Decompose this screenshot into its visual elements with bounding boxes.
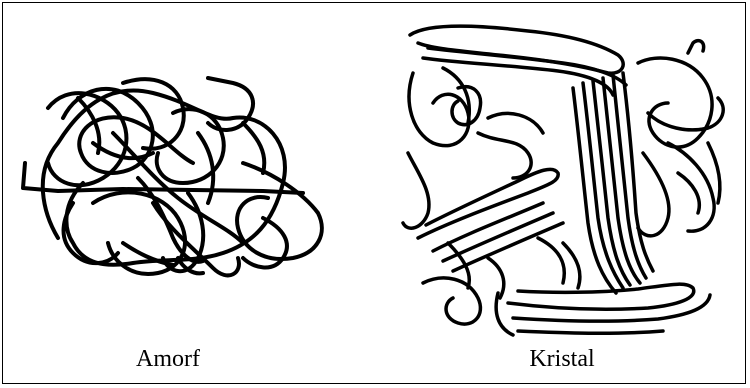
figure-frame: Amorf	[2, 2, 746, 384]
crystalline-panel: Kristal	[388, 3, 747, 385]
amorphous-label: Amorf	[136, 346, 200, 373]
crystalline-label: Kristal	[529, 346, 594, 373]
amorphous-panel: Amorf	[3, 3, 363, 385]
crystalline-polymer-diagram	[388, 3, 747, 385]
amorphous-polymer-diagram	[3, 3, 363, 385]
